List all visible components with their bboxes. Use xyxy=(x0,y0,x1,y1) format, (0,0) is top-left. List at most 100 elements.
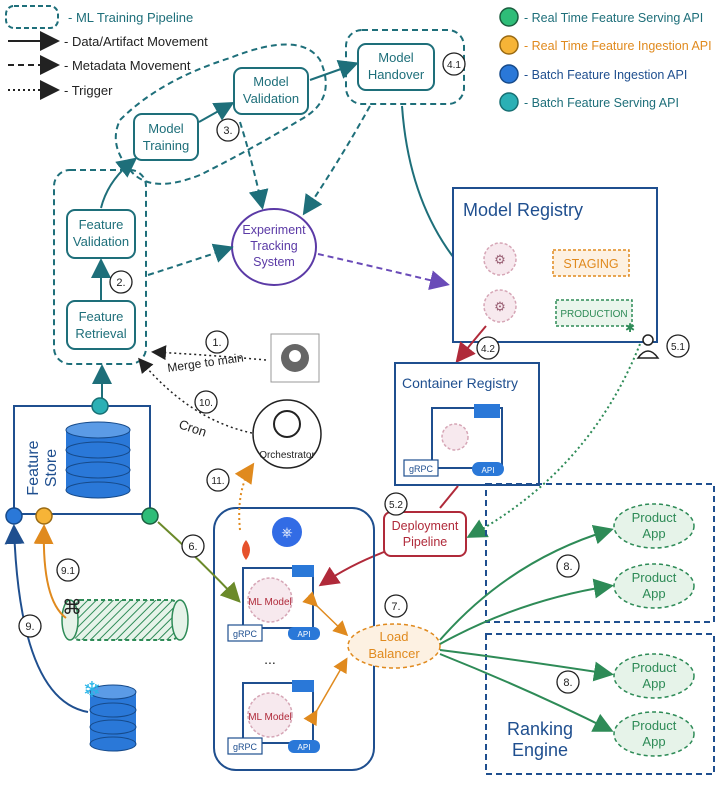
step-5-1: 5.1 xyxy=(671,342,685,353)
ml-model-container-1[interactable]: ML Model gRPC API xyxy=(227,565,320,642)
ml-model-container-2[interactable]: ML Model gRPC API xyxy=(227,680,320,755)
step-2: 2. xyxy=(116,277,125,289)
product-app-2[interactable]: Product App xyxy=(613,563,695,609)
rt-serving-dot-icon xyxy=(499,7,519,27)
snowflake-database-icon xyxy=(89,684,137,752)
metadata-model-to-tracking xyxy=(239,121,269,210)
batch-ingestion-dot-icon xyxy=(499,64,519,84)
model-validation-line1: Model xyxy=(253,74,289,89)
model-validation-node[interactable]: Model Validation xyxy=(233,67,309,115)
batch-ingestion-port-icon xyxy=(5,507,23,525)
api-label-1: API xyxy=(298,630,311,639)
model-training-node[interactable]: Model Training xyxy=(133,113,199,161)
batch-serving-port-icon xyxy=(91,397,109,415)
arrow-lb-model-1 xyxy=(302,591,349,637)
production-badge xyxy=(555,299,633,327)
api-label: API xyxy=(482,466,495,475)
experiment-tracking-node[interactable]: Experiment Tracking System xyxy=(231,208,317,286)
orchestrator-node[interactable]: Orchestrator xyxy=(252,399,322,469)
arrow-lb-model-2 xyxy=(303,657,348,727)
model-handover-node[interactable]: Model Handover xyxy=(357,43,435,91)
legend-pipeline-swatch xyxy=(5,5,59,29)
trigger-production-to-deployment xyxy=(466,343,641,538)
grpc-label-1: gRPC xyxy=(233,629,258,639)
trigger-merge-to-pipeline xyxy=(151,345,267,361)
product-app-3[interactable]: Product App xyxy=(613,653,695,699)
legend: - ML Training Pipeline - Data/Artifact M… xyxy=(5,5,712,112)
step-9: 9. xyxy=(25,621,34,633)
step-10: 10. xyxy=(199,398,213,409)
legend-metadata-label: - Metadata Movement xyxy=(64,58,191,73)
arrow-training-to-model-validation xyxy=(198,102,235,123)
load-balancer-line1: Load xyxy=(380,629,409,644)
arrow-lb-to-app-4 xyxy=(439,653,614,732)
load-balancer-node[interactable]: Load Balancer xyxy=(347,623,441,669)
load-balancer-line2: Balancer xyxy=(368,646,420,661)
product-app-1[interactable]: Product App xyxy=(613,503,695,549)
model-handover-line2: Handover xyxy=(368,67,425,82)
metadata-tracking-to-registry xyxy=(317,253,450,290)
deployment-line1: Deployment xyxy=(392,519,459,533)
orchestrator-label: Orchestrator xyxy=(259,450,315,461)
deployment-pipeline-node[interactable]: Deployment Pipeline xyxy=(383,511,467,557)
arrow-stream-to-store xyxy=(33,524,67,619)
step-3: 3. xyxy=(223,125,232,137)
product-app-4-line1: Product xyxy=(632,718,677,733)
product-app-4[interactable]: Product App xyxy=(613,711,695,757)
grpc-badge-2 xyxy=(227,737,263,755)
feature-store-line2: Store xyxy=(43,449,60,487)
api-cloud-icon-2 xyxy=(288,740,320,753)
product-app-1-line2: App xyxy=(642,526,665,541)
api-cloud-icon xyxy=(472,462,504,476)
metadata-feature-to-tracking xyxy=(147,243,234,276)
step-9-1: 9.1 xyxy=(61,566,75,577)
ranking-engine-line2: Engine xyxy=(512,740,568,760)
merge-to-main-label: Merge to main xyxy=(166,350,244,375)
docker-whale-icon xyxy=(474,404,500,418)
arrow-lb-to-app-3 xyxy=(439,649,614,682)
model-registry-title: Model Registry xyxy=(463,200,583,220)
container-gear-icon xyxy=(441,423,469,451)
github-icon[interactable] xyxy=(270,333,320,383)
api-label-2: API xyxy=(298,743,311,752)
line-container-to-deployment xyxy=(439,485,459,509)
step-8-b: 8. xyxy=(563,677,572,689)
experiment-tracking-line1: Experiment xyxy=(242,223,306,237)
legend-batch-ingestion-label: - Batch Feature Ingestion API xyxy=(524,68,687,82)
product-app-1-line1: Product xyxy=(632,510,677,525)
product-app-2-line1: Product xyxy=(632,570,677,585)
feature-store-line1: Feature xyxy=(25,440,42,495)
staging-label: STAGING xyxy=(563,257,618,271)
kubernetes-glyph: ⎈ xyxy=(281,524,292,540)
feature-validation-node[interactable]: Feature Validation xyxy=(66,209,136,259)
batch-serving-dot-icon xyxy=(499,92,519,112)
model-registry[interactable]: Model Registry ⚙ ⚙ STAGING PRODUCTION xyxy=(452,187,658,343)
ellipsis-label: ... xyxy=(264,651,276,667)
feature-retrieval-node[interactable]: Feature Retrieval xyxy=(66,300,136,350)
production-label: PRODUCTION xyxy=(560,309,627,320)
step-1: 1. xyxy=(212,337,221,349)
legend-pipeline-label: - ML Training Pipeline xyxy=(68,10,193,25)
model-training-line2: Training xyxy=(143,138,189,153)
container-registry[interactable]: Container Registry gRPC API xyxy=(394,362,540,486)
arrow-registry-to-container xyxy=(455,325,487,364)
feature-store[interactable]: Feature Store xyxy=(13,405,151,515)
feature-retrieval-line2: Retrieval xyxy=(75,326,126,341)
staging-badge xyxy=(552,249,630,277)
grpc-badge xyxy=(403,459,439,477)
model-handover-line1: Model xyxy=(378,50,414,65)
cursor-icon: ✱ xyxy=(625,321,635,335)
model-pipeline-group xyxy=(114,43,327,185)
arrow-store-to-serving xyxy=(157,521,241,603)
step-11: 11. xyxy=(211,476,224,487)
rt-ingestion-port-icon xyxy=(35,507,53,525)
rt-serving-port-icon xyxy=(141,507,159,525)
kafka-icon: ⌘ xyxy=(62,597,82,619)
cron-label: Cron xyxy=(177,417,208,440)
grpc-badge-1 xyxy=(227,624,263,642)
experiment-tracking-line3: System xyxy=(253,255,295,269)
kafka-stream xyxy=(61,599,189,641)
legend-trigger-label: - Trigger xyxy=(64,83,113,98)
metadata-handover-to-tracking xyxy=(302,105,371,216)
